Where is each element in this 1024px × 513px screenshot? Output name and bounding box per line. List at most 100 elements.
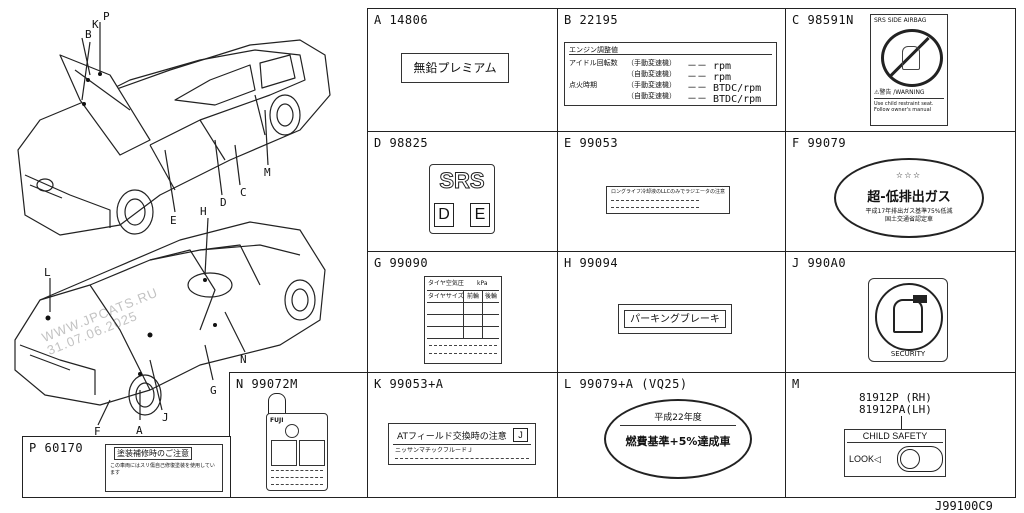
callout-k: K <box>92 18 99 31</box>
label-f-stars: ☆☆☆ <box>896 168 922 181</box>
label-k-text: ATフィールド交換時の注意 <box>397 432 507 442</box>
label-g-col2: kPa <box>477 280 488 287</box>
callout-h: H <box>200 205 207 218</box>
label-g-col4: 後輪 <box>485 293 498 300</box>
label-l-top: 平成22年度 <box>654 413 702 423</box>
callout-j: J <box>162 411 169 424</box>
label-m: CHILD SAFETY LOOK◁ <box>844 429 946 477</box>
label-d-letter-left: D <box>434 203 454 227</box>
label-m-child: CHILD SAFETY <box>862 431 928 441</box>
callout-g: G <box>210 384 217 397</box>
label-p: 塗装補修時のご注意 この車両にはスリ傷自己修復塗装を使用しています <box>105 444 223 492</box>
label-g-col1: タイヤ空気圧 <box>428 280 464 287</box>
cell-n: N 99072M FUJI <box>229 372 369 498</box>
callout-m: M <box>264 166 271 179</box>
label-p-body: この車両にはスリ傷自己修復塗装を使用しています <box>110 463 215 476</box>
callout-f: F <box>94 425 101 438</box>
cell-p: P 60170 塗装補修時のご注意 この車両にはスリ傷自己修復塗装を使用していま… <box>22 436 231 498</box>
cell-b: B 22195 エンジン調整値 アイドル回転数 （手動変速機） －－ rpm （… <box>557 8 786 132</box>
label-c-text: Use child restraint seat. Follow owner's… <box>874 101 934 113</box>
cell-d-title: D 98825 <box>374 136 429 150</box>
label-m-part2: 81912PA(LH) <box>859 403 932 416</box>
cell-e-title: E 99053 <box>564 136 619 150</box>
label-g-rowlabel: タイヤサイズ <box>428 293 464 300</box>
label-f: ☆☆☆ 超-低排出ガス 平成17年排出ガス基準75%低減 国土交通省認定車 <box>834 158 984 238</box>
label-j-text: SECURITY <box>890 350 926 358</box>
label-b-row-left: 点火時期 <box>569 81 597 89</box>
label-f-sub2: 国土交通省認定車 <box>884 216 933 223</box>
label-h: パーキングブレーキ <box>618 304 732 334</box>
label-b-row-mid: （手動変速機） <box>627 81 676 89</box>
callout-c: C <box>240 186 247 199</box>
cell-f-title: F 99079 <box>792 136 847 150</box>
cell-h-title: H 99094 <box>564 256 619 270</box>
label-c-header: SRS SIDE AIRBAG <box>874 17 927 24</box>
label-l: 平成22年度 燃費基準+5%達成車 <box>604 399 752 479</box>
label-f-sub1: 平成17年排出ガス基準75%低減 <box>865 208 953 215</box>
cell-k: K 99053+A ATフィールド交換時の注意 J ニッサンマチックフルードＪ <box>367 372 558 498</box>
label-b-row-val: －－ rpm <box>687 72 732 83</box>
label-k-badge: J <box>513 428 528 442</box>
cell-b-title: B 22195 <box>564 13 619 27</box>
label-k-sub: ニッサンマチックフルードＪ <box>395 447 474 454</box>
label-g-col3: 前輪 <box>467 293 480 300</box>
cell-e: E 99053 ロングライフ冷却液のLLCのみでラジエータの注意 <box>557 131 786 252</box>
label-d: SRS D E <box>429 164 495 234</box>
cell-p-title: P 60170 <box>29 441 84 455</box>
cell-g: G 99090 タイヤ空気圧 kPa タイヤサイズ 前輪 後輪 <box>367 251 558 373</box>
label-b-row-val: －－ rpm <box>687 61 732 72</box>
label-m-lock: LOOK◁ <box>849 454 881 464</box>
cell-j-title: J 990A0 <box>792 256 847 270</box>
cell-l: L 99079+A (VQ25) 平成22年度 燃費基準+5%達成車 <box>557 372 786 498</box>
cell-m-title: M <box>792 377 800 391</box>
label-d-srs: SRS <box>439 168 485 194</box>
cell-m: M 81912P (RH) 81912PA(LH) CHILD SAFETY L… <box>785 372 1016 498</box>
label-b-row-mid: （自動変速機） <box>627 70 676 78</box>
label-b-row-left: アイドル回転数 <box>569 59 618 67</box>
cell-a-title: A 14806 <box>374 13 429 27</box>
label-e-text: ロングライフ冷却液のLLCのみでラジエータの注意 <box>611 189 725 195</box>
callout-n: N <box>240 353 247 366</box>
label-l-main: 燃費基準+5%達成車 <box>625 435 731 448</box>
security-icon <box>875 283 943 351</box>
callout-e: E <box>170 214 177 227</box>
callout-a: A <box>136 424 143 437</box>
label-n-brand: FUJI <box>270 417 284 424</box>
cell-g-title: G 99090 <box>374 256 429 270</box>
label-b-header: エンジン調整値 <box>569 46 618 54</box>
label-h-text: パーキングブレーキ <box>624 310 726 328</box>
label-a: 無鉛プレミアム <box>401 53 509 83</box>
child-lock-switch <box>897 446 943 472</box>
label-e: ロングライフ冷却液のLLCのみでラジエータの注意 <box>606 186 730 214</box>
label-n: FUJI <box>266 413 328 491</box>
car-diagram <box>14 22 331 426</box>
cell-a: A 14806 無鉛プレミアム <box>367 8 558 132</box>
label-g: タイヤ空気圧 kPa タイヤサイズ 前輪 後輪 <box>424 276 502 364</box>
label-j: SECURITY <box>868 278 948 362</box>
label-k: ATフィールド交換時の注意 J ニッサンマチックフルードＪ <box>388 423 536 465</box>
cell-d: D 98825 SRS D E <box>367 131 558 252</box>
callout-b: B <box>85 28 92 41</box>
cell-j: J 990A0 SECURITY <box>785 251 1016 373</box>
label-p-header: 塗装補修時のご注意 <box>114 447 192 460</box>
label-b: エンジン調整値 アイドル回転数 （手動変速機） －－ rpm （自動変速機） －… <box>564 42 777 106</box>
cell-h: H 99094 パーキングブレーキ <box>557 251 786 373</box>
label-b-rule <box>569 54 772 55</box>
no-child-icon <box>881 29 943 87</box>
cell-n-title: N 99072M <box>236 377 298 391</box>
label-c-warning: ⚠警告 /WARNING <box>874 89 925 96</box>
label-b-row-mid: （手動変速機） <box>627 59 676 67</box>
diagram-code: J99100C9 <box>935 499 993 513</box>
label-b-row-val: －－ BTDC/rpm <box>687 94 762 105</box>
cell-f: F 99079 ☆☆☆ 超-低排出ガス 平成17年排出ガス基準75%低減 国土交… <box>785 131 1016 252</box>
cell-c: C 98591N SRS SIDE AIRBAG ⚠警告 /WARNING Us… <box>785 8 1016 132</box>
label-m-part1: 81912P (RH) <box>859 391 932 404</box>
cell-l-title: L 99079+A (VQ25) <box>564 377 688 391</box>
callout-d: D <box>220 196 227 209</box>
callout-l: L <box>44 266 51 279</box>
label-f-main: 超-低排出ガス <box>867 190 951 205</box>
label-b-row-val: －－ BTDC/rpm <box>687 83 762 94</box>
label-d-letter-right: E <box>470 203 490 227</box>
cell-c-title: C 98591N <box>792 13 854 27</box>
label-c: SRS SIDE AIRBAG ⚠警告 /WARNING Use child r… <box>870 14 948 126</box>
